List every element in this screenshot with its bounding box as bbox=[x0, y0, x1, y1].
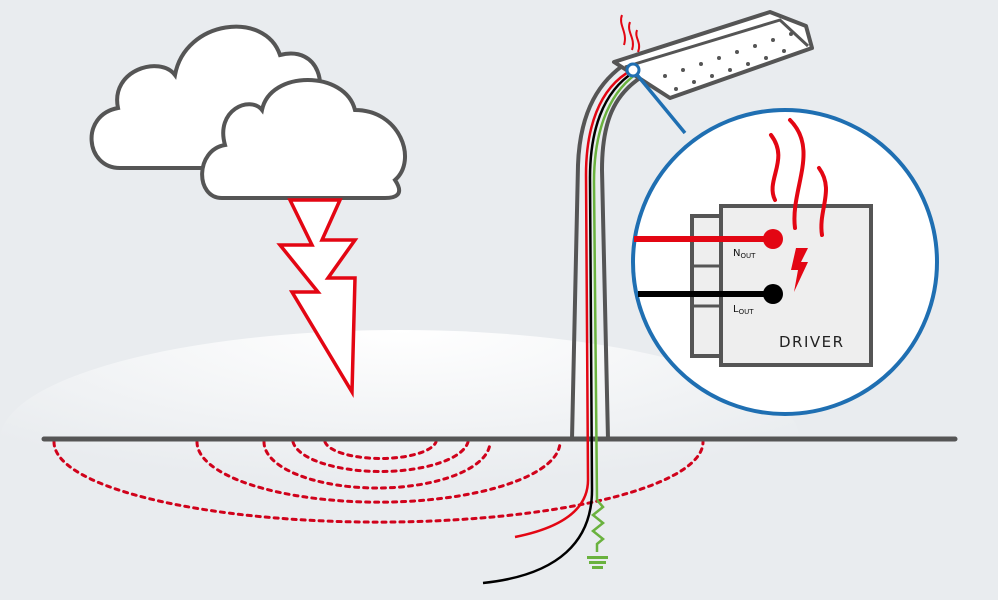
earth-resistance-icon bbox=[590, 499, 606, 552]
surge-wave bbox=[262, 440, 492, 490]
callout-point bbox=[625, 62, 641, 78]
surge-wave bbox=[323, 440, 438, 460]
earth-ground-icon bbox=[587, 556, 608, 569]
cloud-icon bbox=[200, 78, 407, 200]
surge-waves bbox=[52, 440, 705, 524]
live-terminal bbox=[763, 284, 783, 304]
heat-icon bbox=[769, 118, 828, 237]
lightning-bolt-icon bbox=[276, 198, 359, 399]
luminaire bbox=[612, 10, 814, 100]
spark-icon bbox=[791, 248, 808, 292]
neutral-wire bbox=[514, 68, 633, 539]
surge-wave bbox=[52, 440, 705, 524]
surge-wave bbox=[195, 440, 562, 504]
driver-label: DRIVER bbox=[779, 333, 845, 351]
l-out-label: LOUT bbox=[733, 304, 754, 316]
n-out-label: NOUT bbox=[733, 248, 756, 260]
surge-wave bbox=[291, 440, 470, 473]
live-wire bbox=[482, 70, 635, 585]
lamp-pole bbox=[570, 60, 642, 440]
earth-wire bbox=[592, 72, 637, 501]
led-dots bbox=[663, 32, 793, 91]
neutral-terminal bbox=[763, 229, 783, 249]
callout-line bbox=[631, 68, 687, 135]
heat-icon bbox=[620, 14, 641, 53]
